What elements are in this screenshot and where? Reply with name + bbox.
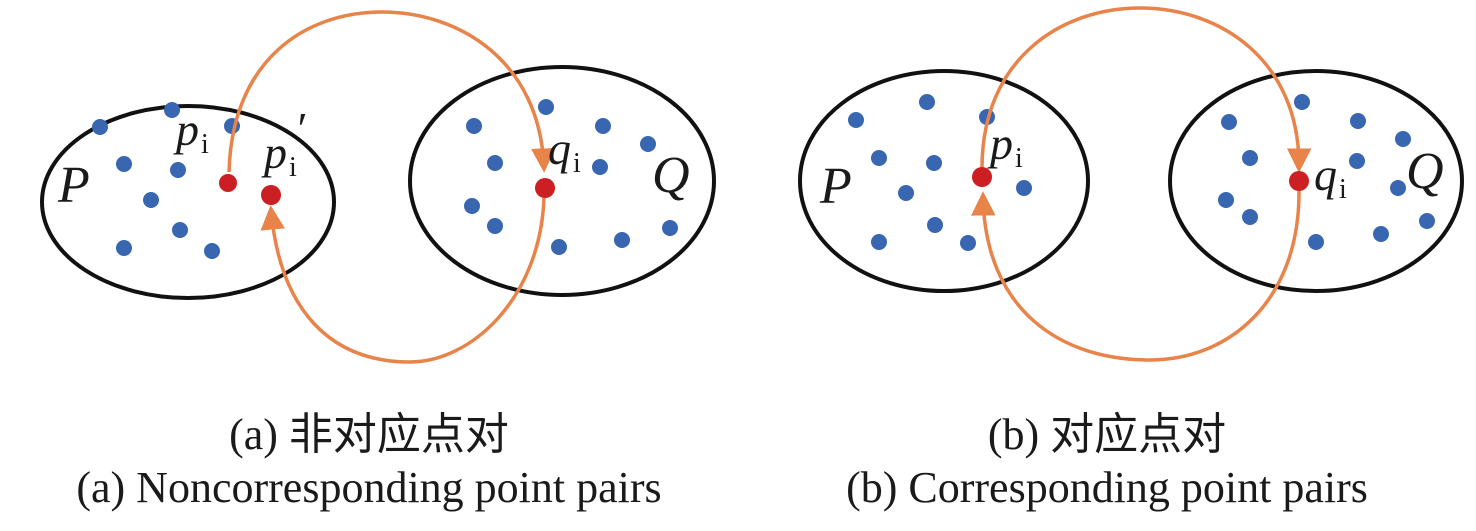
highlight-point-p-i xyxy=(219,174,237,192)
point-dot xyxy=(1294,94,1310,110)
point-dot xyxy=(919,94,935,110)
point-cloud-p-a xyxy=(92,102,240,259)
point-dot xyxy=(1242,209,1258,225)
point-dot xyxy=(1419,213,1435,229)
point-dot xyxy=(871,234,887,250)
point-dot xyxy=(926,155,942,171)
point-dot xyxy=(466,118,482,134)
point-dot xyxy=(143,192,159,208)
caption-b-english: (b) Corresponding point pairs xyxy=(846,463,1368,512)
point-dot xyxy=(172,222,188,238)
set-label-q-a: Q xyxy=(652,147,690,204)
point-dot xyxy=(538,99,554,115)
point-dot xyxy=(1350,113,1366,129)
point-dot xyxy=(592,159,608,175)
set-q-ellipse-a xyxy=(408,65,716,297)
point-dot xyxy=(116,240,132,256)
caption-b-chinese: (b) 对应点对 xyxy=(987,410,1227,459)
point-dot xyxy=(640,136,656,152)
point-dot xyxy=(848,112,864,128)
set-label-q-b: Q xyxy=(1406,143,1444,200)
point-dot xyxy=(487,218,503,234)
point-dot xyxy=(204,243,220,259)
correspondence-arrow-top-a xyxy=(227,10,556,173)
point-dot xyxy=(116,156,132,172)
panel-a: P Q pi pi′ qi xyxy=(40,10,716,364)
set-p-ellipse-b xyxy=(798,69,1090,293)
set-p-ellipse-a xyxy=(40,104,336,300)
highlight-point-q-i-b xyxy=(1289,171,1309,191)
point-dot xyxy=(1242,150,1258,166)
point-dot xyxy=(1308,234,1324,250)
correspondence-arrow-bottom-b xyxy=(971,189,1301,362)
point-dot xyxy=(662,220,678,236)
point-dot xyxy=(595,118,611,134)
highlight-point-p-i-prime xyxy=(261,185,281,205)
point-dot xyxy=(1349,153,1365,169)
point-dot xyxy=(898,185,914,201)
point-label-p-i: pi xyxy=(173,104,209,160)
point-label-p-i-prime: pi′ xyxy=(261,103,306,183)
correspondence-arrow-bottom-a xyxy=(260,197,546,364)
highlight-point-p-i-b xyxy=(972,167,992,187)
point-dot xyxy=(551,239,567,255)
set-label-p-b: P xyxy=(819,158,852,215)
point-dot xyxy=(92,119,108,135)
point-dot xyxy=(164,102,180,118)
point-dot xyxy=(170,162,186,178)
point-cloud-q-b xyxy=(1218,94,1435,250)
caption-a-english: (a) Noncorresponding point pairs xyxy=(76,463,662,512)
caption-a-chinese: (a) 非对应点对 xyxy=(229,410,509,459)
highlight-point-q-i xyxy=(535,178,555,198)
set-q-ellipse-b xyxy=(1168,69,1464,293)
point-dot xyxy=(614,232,630,248)
point-dot xyxy=(487,155,503,171)
set-label-p-a: P xyxy=(57,157,90,214)
panel-b: P Q pi qi xyxy=(798,6,1464,362)
point-dot xyxy=(871,150,887,166)
point-dot xyxy=(1221,114,1237,130)
correspondence-arrow-top-b xyxy=(980,6,1312,173)
point-dot xyxy=(1016,180,1032,196)
point-dot xyxy=(1218,192,1234,208)
point-dot xyxy=(464,198,480,214)
point-dot xyxy=(960,235,976,251)
point-label-p-i-b: pi xyxy=(987,118,1023,174)
point-dot xyxy=(1390,180,1406,196)
point-label-q-i-a: qi xyxy=(548,123,581,179)
point-dot xyxy=(927,217,943,233)
point-dot xyxy=(1373,226,1389,242)
point-cloud-q-a xyxy=(464,99,678,255)
point-label-q-i-b: qi xyxy=(1314,149,1347,205)
point-dot xyxy=(1395,131,1411,147)
